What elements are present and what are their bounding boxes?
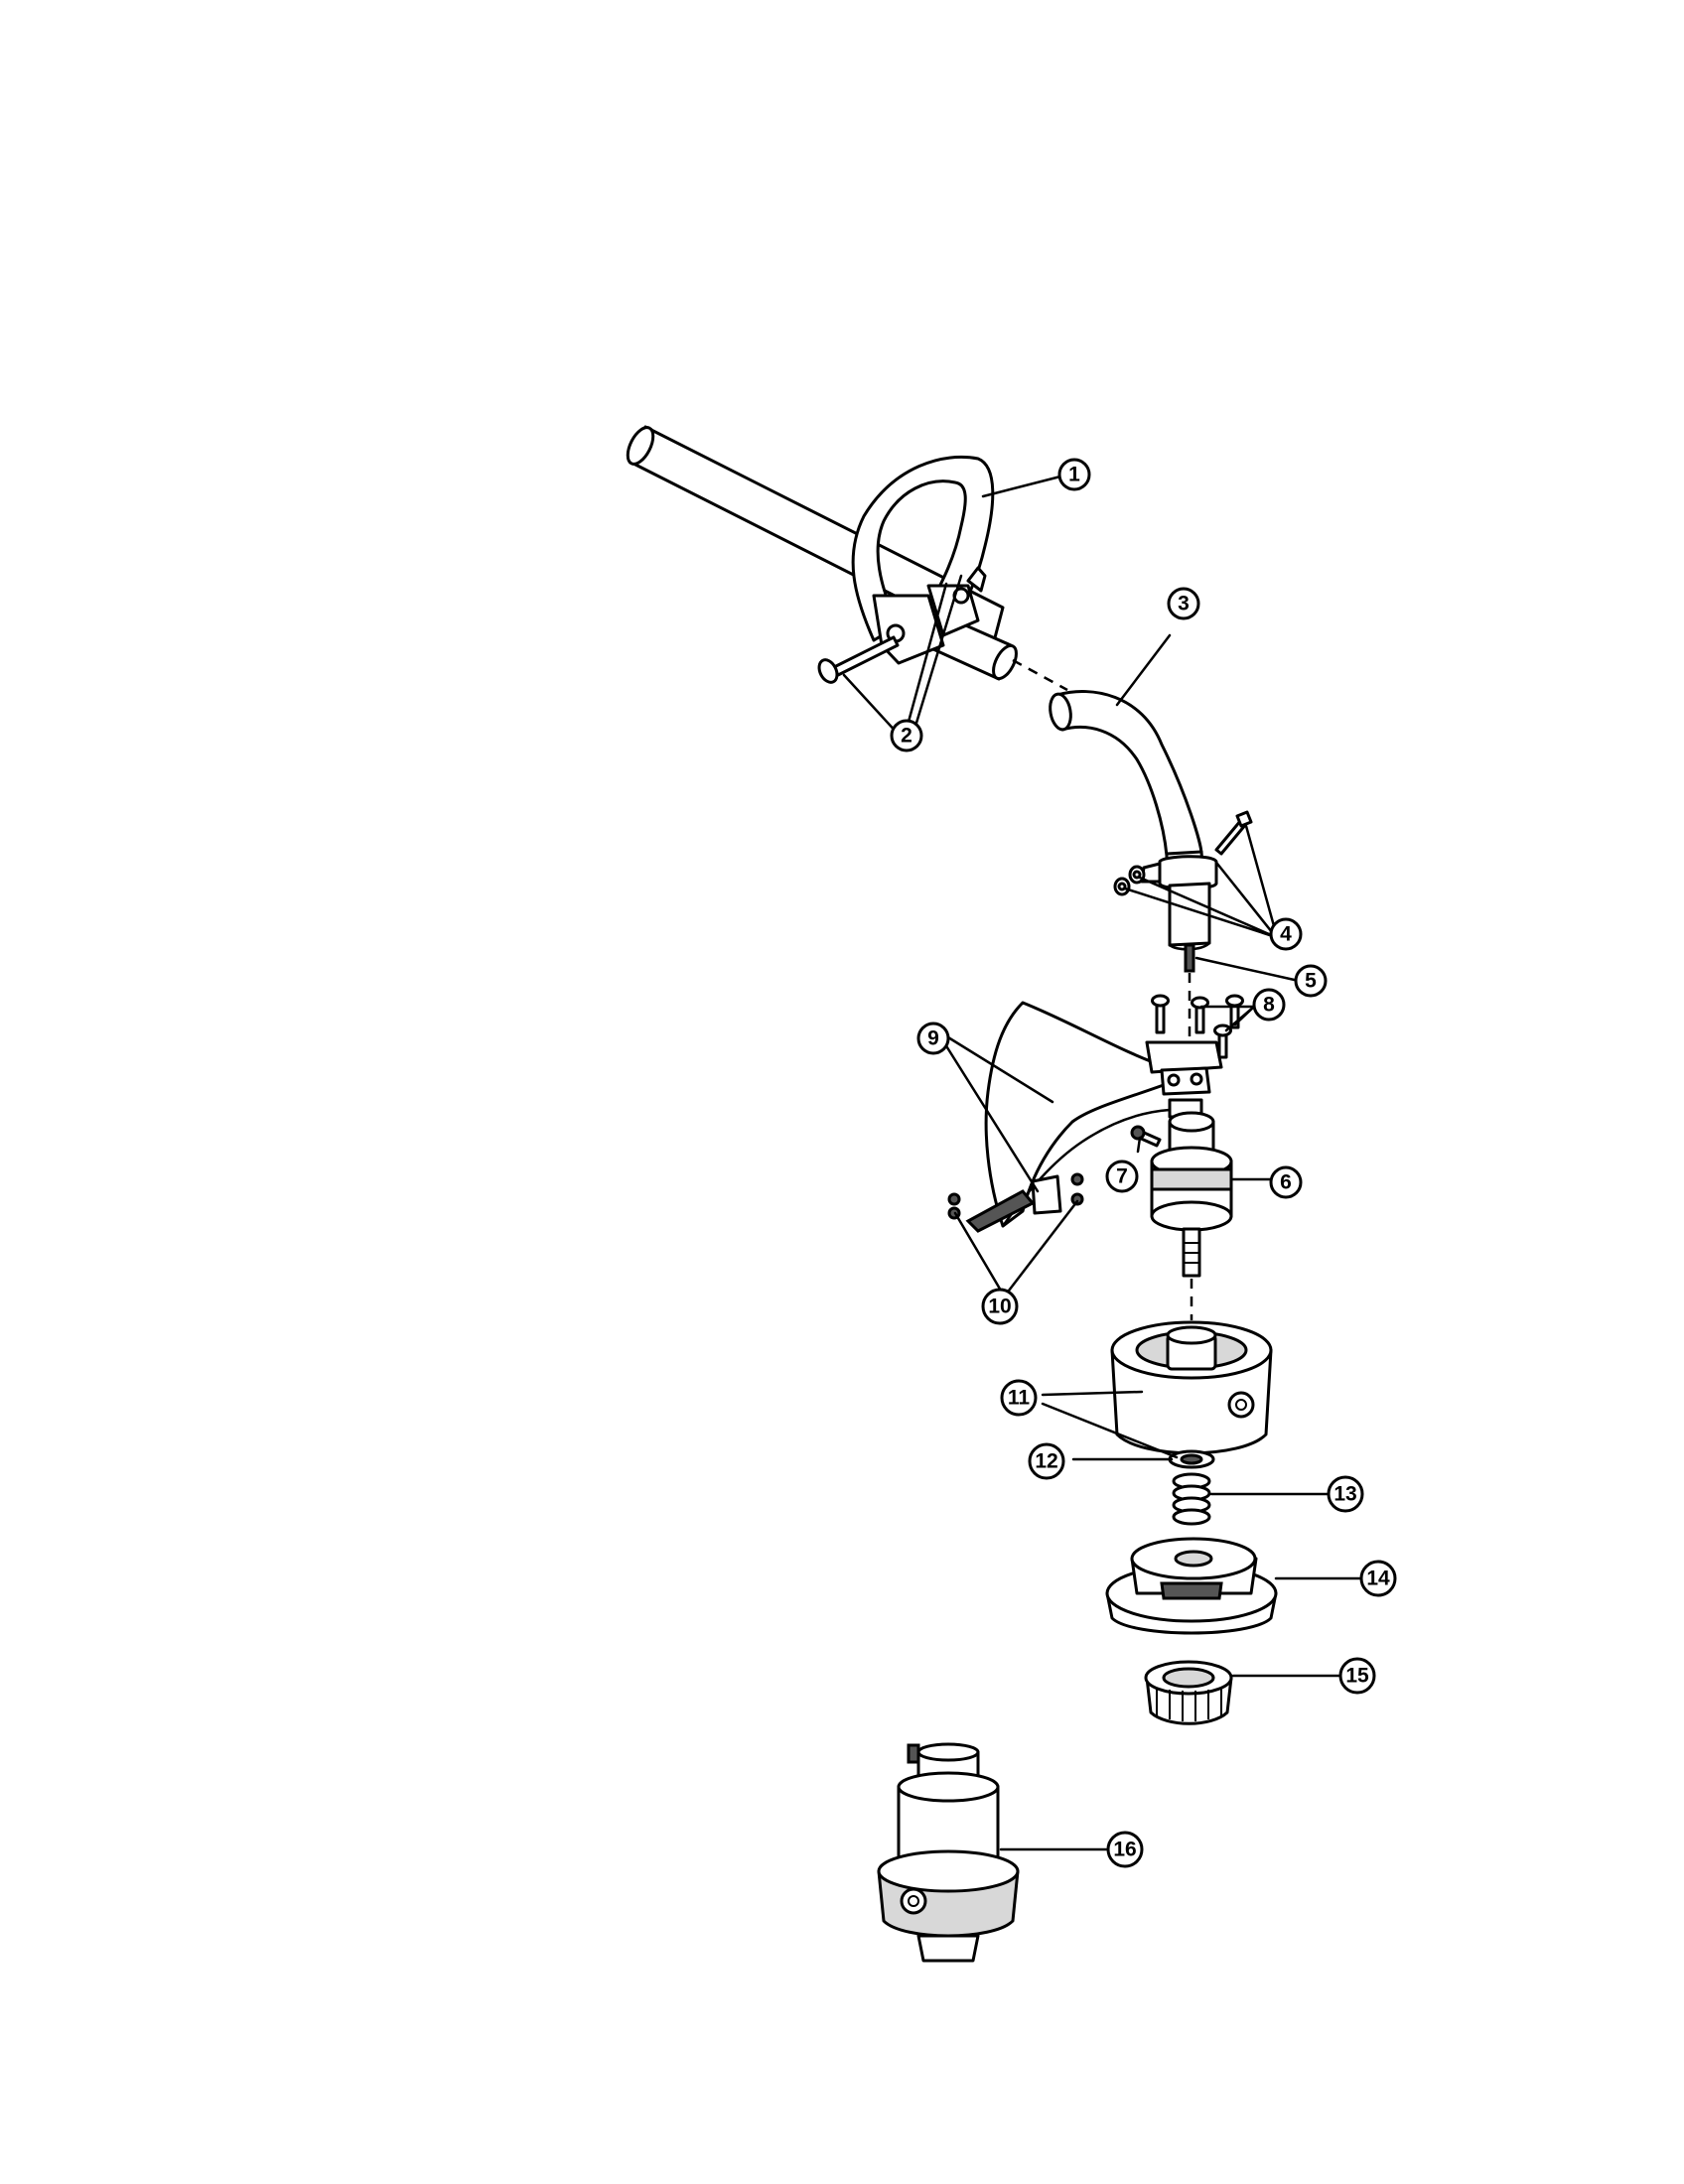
callout-8: 8 xyxy=(1252,988,1286,1022)
part-10-screws xyxy=(947,1172,1084,1220)
callout-11: 11 xyxy=(1000,1379,1038,1417)
callout-7: 7 xyxy=(1105,1160,1139,1193)
callout-label: 5 xyxy=(1305,970,1317,993)
callout-label: 7 xyxy=(1116,1165,1128,1188)
callout-14: 14 xyxy=(1359,1560,1397,1597)
callout-label: 11 xyxy=(1008,1387,1031,1410)
part-5-drive-shaft-pin xyxy=(1184,943,1195,973)
callout-9: 9 xyxy=(916,1022,950,1055)
part-1-handle-assembly xyxy=(626,425,1018,684)
part-13-spring xyxy=(1172,1472,1211,1526)
callout-label: 8 xyxy=(1263,994,1275,1017)
callout-label: 1 xyxy=(1068,464,1080,486)
alignment-line-shaft xyxy=(1012,658,1068,692)
callout-label: 13 xyxy=(1333,1483,1356,1506)
callout-16: 16 xyxy=(1106,1831,1144,1868)
callout-12: 12 xyxy=(1028,1442,1065,1480)
part-6-gear-head xyxy=(1150,1111,1233,1278)
callout-13: 13 xyxy=(1327,1475,1364,1513)
callout-label: 4 xyxy=(1280,923,1292,946)
part-7-screw xyxy=(1130,1125,1162,1148)
part-14-spool xyxy=(1105,1537,1278,1635)
part-16-head-assembly xyxy=(877,1742,1020,1963)
callout-3: 3 xyxy=(1167,587,1200,620)
callout-2: 2 xyxy=(890,719,923,752)
part-3-lower-tube xyxy=(1049,690,1218,951)
callout-label: 3 xyxy=(1178,593,1190,615)
callout-label: 12 xyxy=(1035,1450,1057,1473)
callout-label: 16 xyxy=(1113,1839,1136,1861)
part-11-spool-housing xyxy=(1110,1320,1273,1455)
callout-label: 2 xyxy=(901,725,912,748)
part-4-clamp-hardware xyxy=(1113,810,1253,896)
callout-label: 10 xyxy=(988,1296,1011,1318)
callout-label: 9 xyxy=(927,1027,939,1050)
callout-1: 1 xyxy=(1057,458,1091,491)
callout-label: 15 xyxy=(1345,1665,1369,1688)
callout-10: 10 xyxy=(981,1288,1019,1325)
callout-6: 6 xyxy=(1269,1165,1303,1199)
leader-lines xyxy=(842,475,1362,1851)
part-9-debris-guard xyxy=(965,1001,1223,1233)
callout-label: 6 xyxy=(1280,1171,1292,1194)
callout-5: 5 xyxy=(1294,964,1328,998)
callout-label: 14 xyxy=(1366,1568,1390,1590)
callout-15: 15 xyxy=(1338,1657,1376,1695)
callout-4: 4 xyxy=(1269,917,1303,951)
part-15-bump-knob xyxy=(1144,1660,1233,1725)
part-12-washer xyxy=(1168,1449,1215,1469)
